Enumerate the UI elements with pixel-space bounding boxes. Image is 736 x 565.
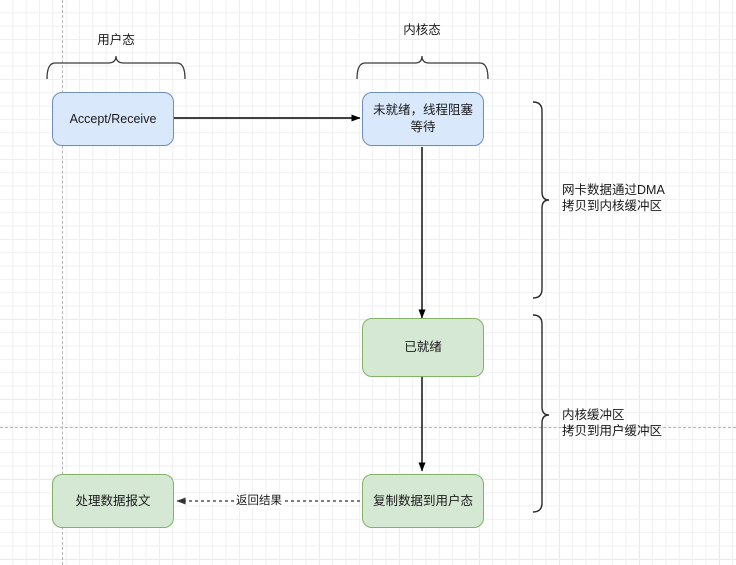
node-accept-receive[interactable]: Accept/Receive	[52, 92, 174, 146]
label-kernel-mode: 内核态	[403, 23, 441, 37]
annotation-kernel-to-user: 内核缓冲区 拷贝到用户缓冲区	[562, 408, 663, 438]
node-process-packet[interactable]: 处理数据报文	[52, 474, 174, 528]
brace-kernel-mode	[356, 55, 489, 80]
page-break-horizontal	[0, 427, 736, 428]
annotation-dma-copy: 网卡数据通过DMA 拷贝到内核缓冲区	[562, 183, 665, 213]
node-not-ready[interactable]: 未就绪，线程阻塞等待	[362, 92, 484, 146]
brace-dma-copy	[532, 101, 550, 299]
node-copy-to-user[interactable]: 复制数据到用户态	[362, 474, 484, 528]
edge-label-return-result: 返回结果	[234, 494, 284, 508]
brace-user-mode	[46, 55, 186, 80]
page-break-vertical	[62, 0, 63, 565]
node-ready[interactable]: 已就绪	[362, 318, 484, 377]
label-user-mode: 用户态	[97, 33, 135, 47]
brace-kernel-to-user	[532, 314, 550, 513]
